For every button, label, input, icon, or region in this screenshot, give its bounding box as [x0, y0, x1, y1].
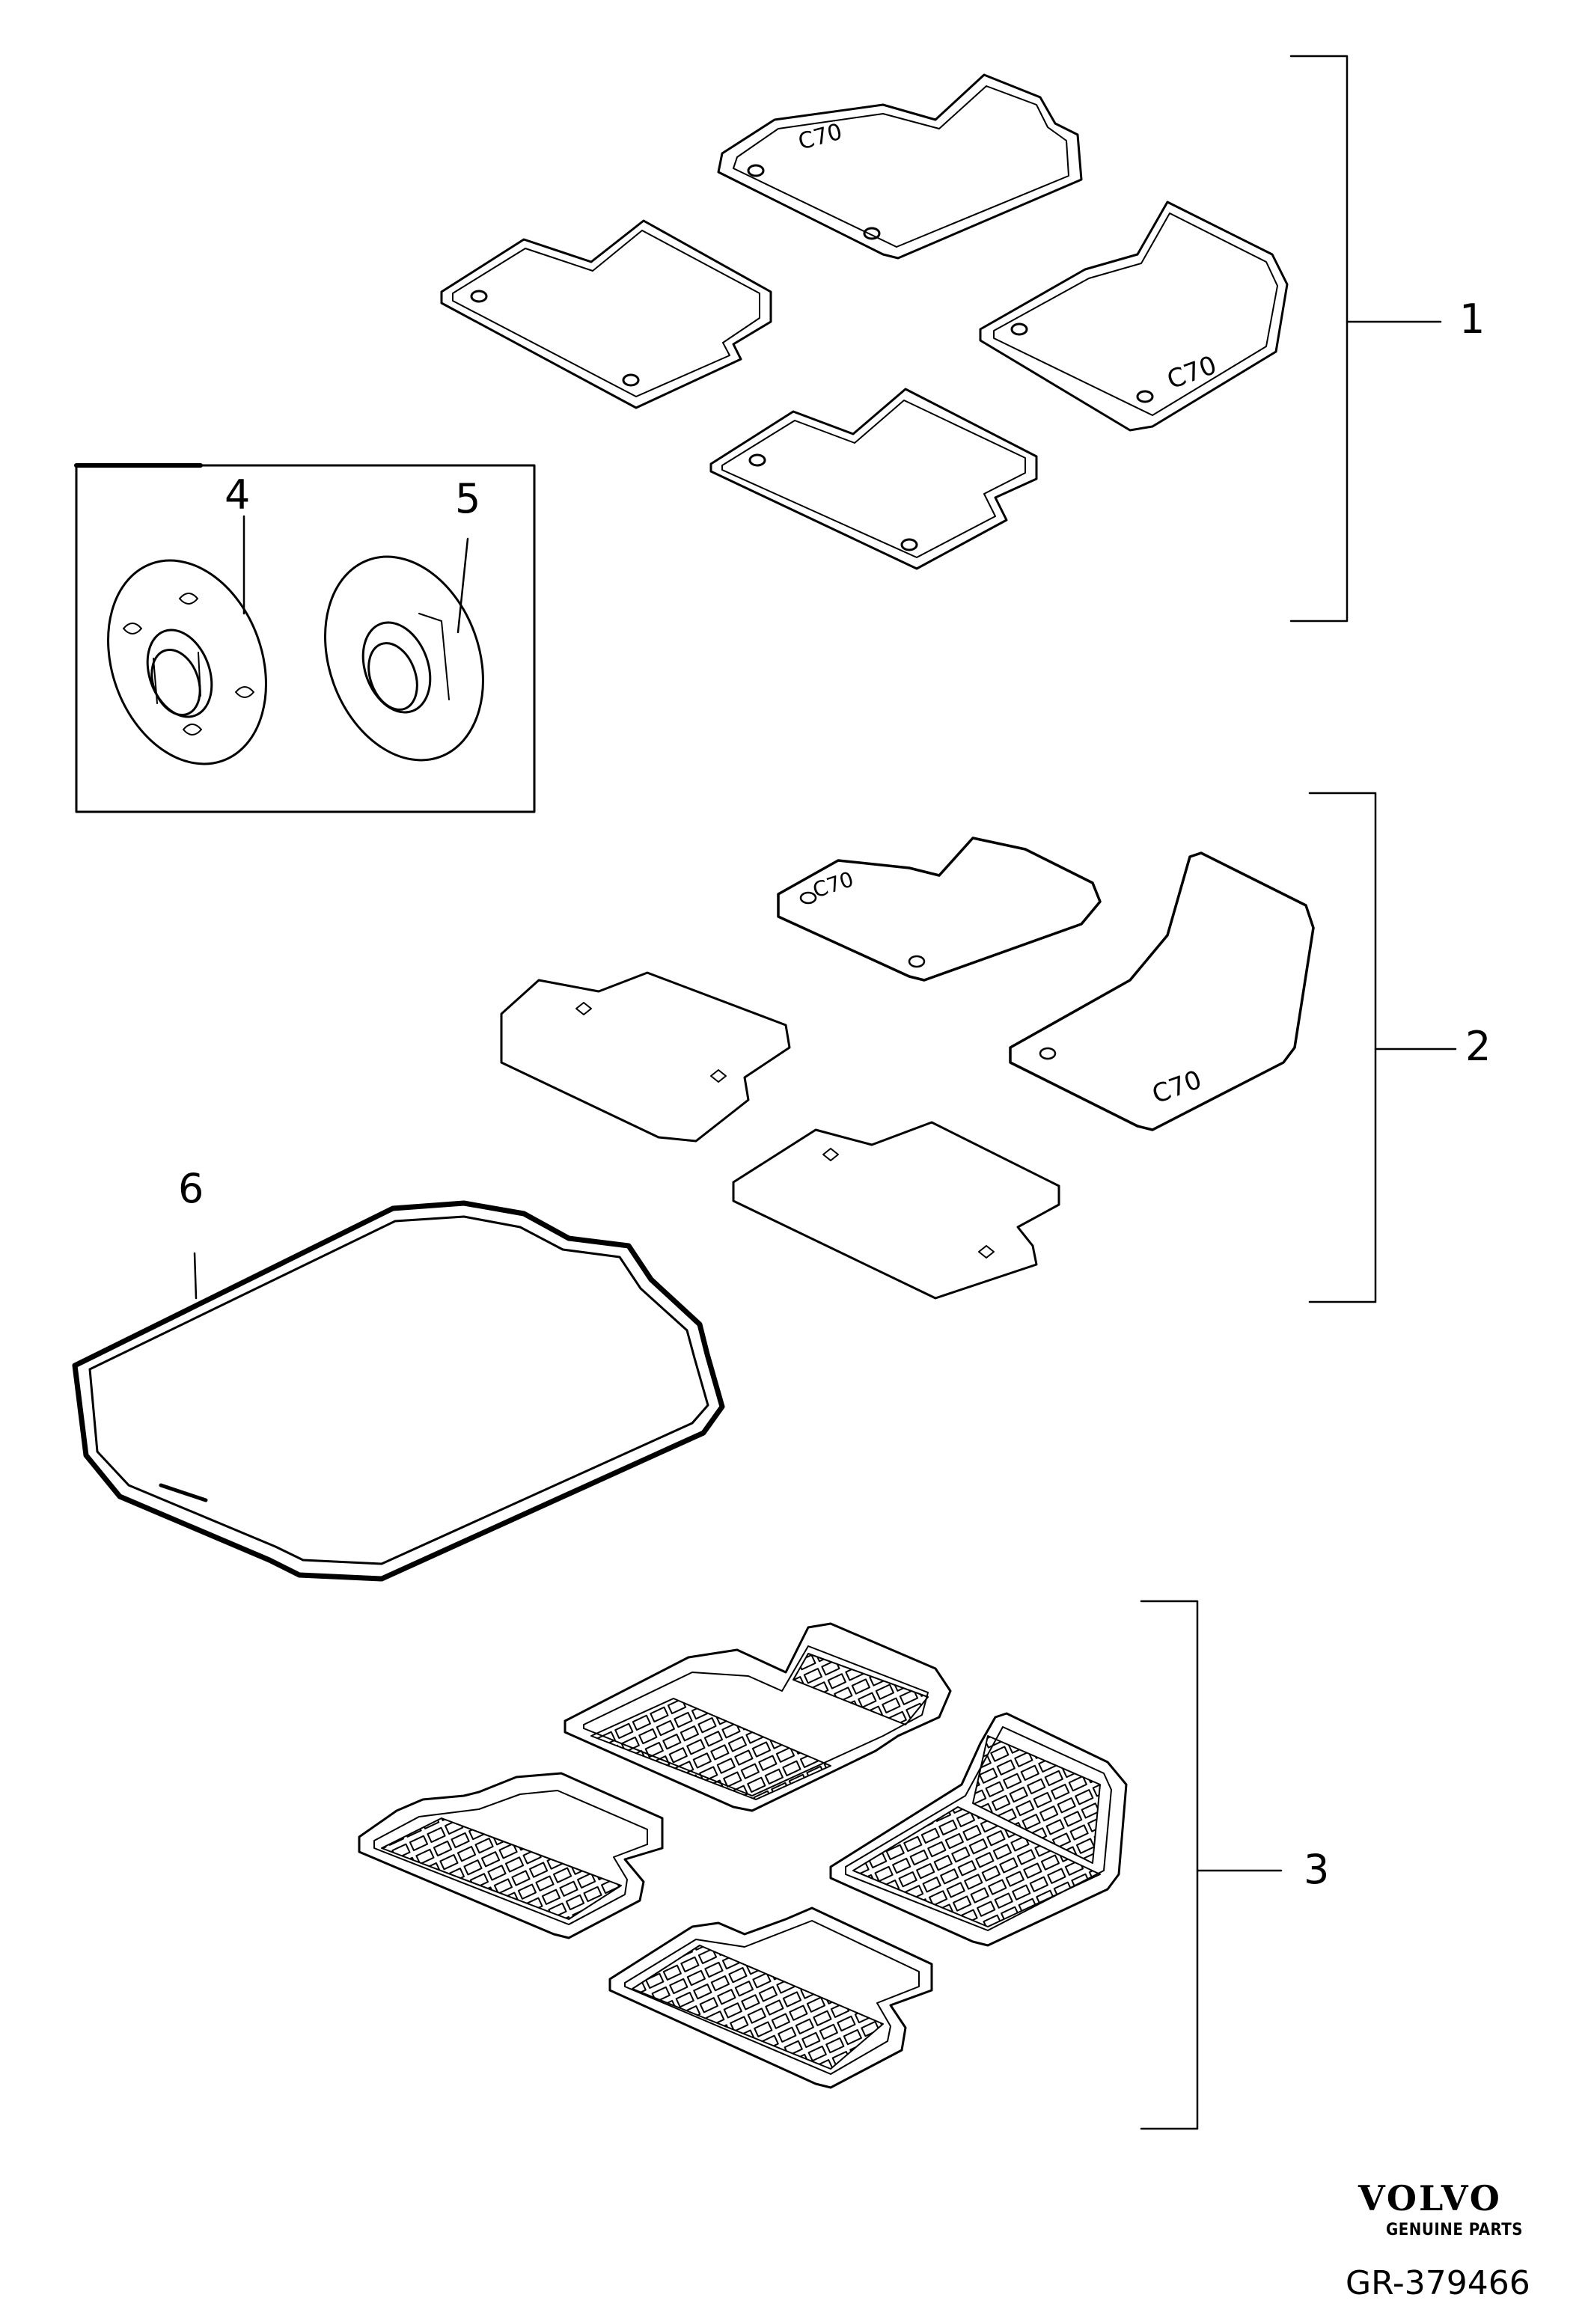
callout-2: 2	[1465, 1023, 1491, 1070]
mat-marking: C70	[1163, 350, 1221, 396]
callout-4: 4	[225, 471, 251, 519]
luggage-mat-6	[72, 1200, 725, 1582]
clip-4	[107, 559, 267, 765]
mat-2-rear-right	[732, 1121, 1060, 1300]
callout-6: 6	[178, 1165, 204, 1212]
fastener-inset	[74, 463, 536, 813]
mat-marking: C70	[796, 119, 845, 156]
mat-1-rear-left	[440, 219, 772, 409]
mat-1-front-left: C70	[717, 73, 1083, 260]
mat-1-rear-right	[709, 388, 1038, 570]
mat-3-rear-left	[358, 1772, 664, 1939]
mat-3-front-left	[564, 1622, 952, 1812]
mat-3-rear-right	[608, 1906, 933, 2089]
bracket-1	[1289, 55, 1442, 623]
mat-2-front-left: C70	[777, 837, 1102, 982]
clip-5	[324, 555, 484, 762]
mat-1-front-right: C70	[979, 201, 1289, 432]
mat-set-2: C70 C70	[500, 837, 1315, 1300]
bracket-3	[1140, 1600, 1283, 2130]
brand-tagline: GENUINE PARTS	[1386, 2221, 1524, 2239]
callout-3: 3	[1304, 1846, 1330, 1893]
callout-1: 1	[1459, 296, 1485, 343]
bracket-2	[1308, 792, 1457, 1303]
brand-logo: VOLVO	[1358, 2178, 1502, 2218]
mat-set-1: C70 C70	[440, 73, 1289, 570]
mat-2-rear-left	[500, 971, 791, 1143]
mat-3-front-right	[829, 1712, 1128, 1947]
mat-set-3	[358, 1622, 1128, 2089]
mat-2-front-right: C70	[1009, 851, 1315, 1131]
callout-5: 5	[455, 475, 481, 522]
diagram-reference: GR-379466	[1346, 2264, 1530, 2302]
mat-marking: C70	[1148, 1065, 1206, 1110]
